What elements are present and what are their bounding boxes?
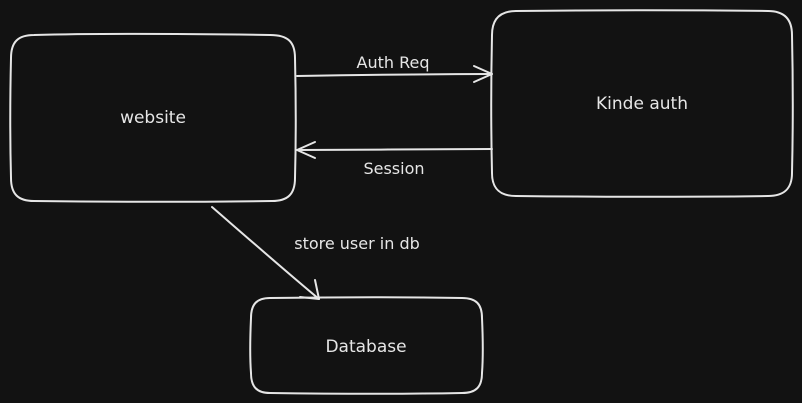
edge-session-label: Session [363,159,424,178]
edge-session-line [296,148,493,151]
edge-auth-req-label: Auth Req [357,53,430,72]
edge-store-user-label: store user in db [294,234,420,253]
node-website-box [9,32,297,203]
node-database-box [249,296,484,395]
edge-store-user-line [211,206,320,300]
node-kinde-auth-box [490,9,794,198]
node-kinde-auth-label: Kinde auth [596,94,688,114]
node-website[interactable]: website [9,32,297,203]
edge-store-user[interactable]: store user in db [211,206,420,300]
node-database-label: Database [325,337,406,357]
node-kinde-auth[interactable]: Kinde auth [490,9,794,198]
edge-session-arrowhead [296,141,316,159]
edge-auth-req-arrowhead [473,65,493,83]
edge-session[interactable]: Session [296,141,493,178]
edge-auth-req[interactable]: Auth Req [296,53,493,83]
node-database[interactable]: Database [249,296,484,395]
edge-auth-req-line [296,73,493,77]
node-website-label: website [120,108,186,128]
edge-store-user-arrowhead [299,279,320,300]
